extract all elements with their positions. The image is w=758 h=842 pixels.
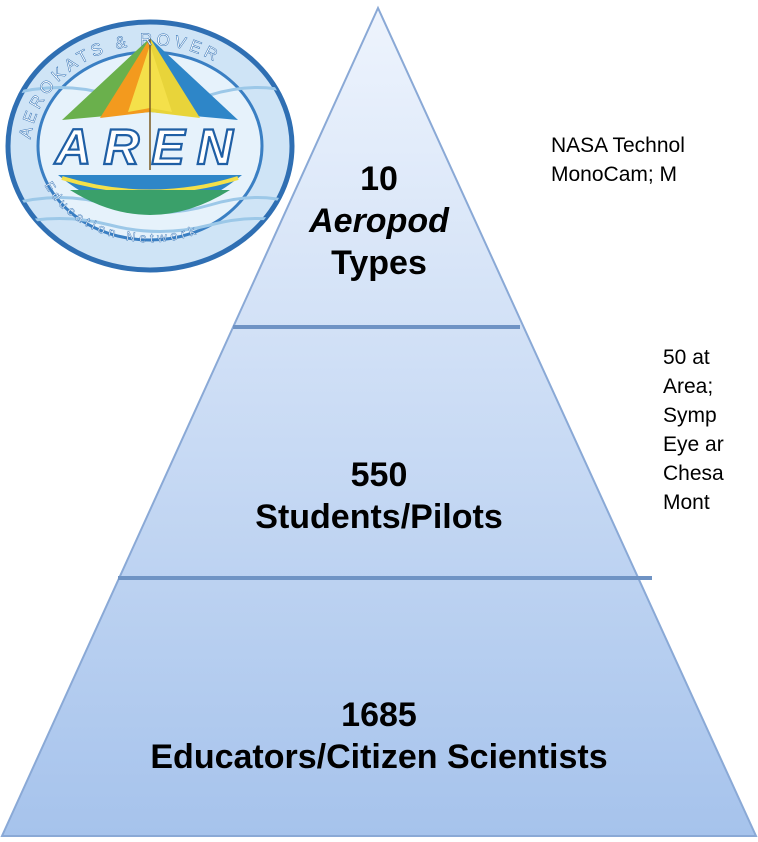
tier2-note-line: 50 at <box>663 346 710 369</box>
tier2-note-line: Chesa <box>663 462 724 485</box>
aren-logo: AEROKATS & ROVER Education Network AREN <box>5 19 295 273</box>
tier3-description: Educators/Citizen Scientists <box>150 738 608 776</box>
tier2-number: 550 <box>350 456 408 494</box>
tier1-note-line: MonoCam; M <box>551 163 678 186</box>
tier1-number: 10 <box>360 160 398 198</box>
tier3-label: 1685 Educators/Citizen Scientists <box>0 694 758 778</box>
tier1-note: NASA Technol MonoCam; M <box>551 131 758 189</box>
tier2-note: 50 at Area; Symp Eye ar Chesa Mont <box>663 343 758 517</box>
logo-kite-icon <box>58 38 242 215</box>
logo-aren-text: AREN <box>53 119 245 175</box>
tier2-note-line: Area; <box>663 375 714 398</box>
tier1-note-line: NASA Technol <box>551 134 685 157</box>
pyramid-shape <box>0 5 758 837</box>
tier2-label: 550 Students/Pilots <box>0 454 758 538</box>
tier1-aeropod: Aeropod <box>309 202 449 240</box>
tier2-note-line: Symp <box>663 404 717 427</box>
tier3-number: 1685 <box>341 696 417 734</box>
tier2-note-line: Eye ar <box>663 433 724 456</box>
tier1-label: 10 Aeropod Types <box>0 158 758 284</box>
tier2-description: Students/Pilots <box>255 498 503 536</box>
tier2-note-line: Mont <box>663 491 710 514</box>
tier1-types: Types <box>331 244 427 282</box>
